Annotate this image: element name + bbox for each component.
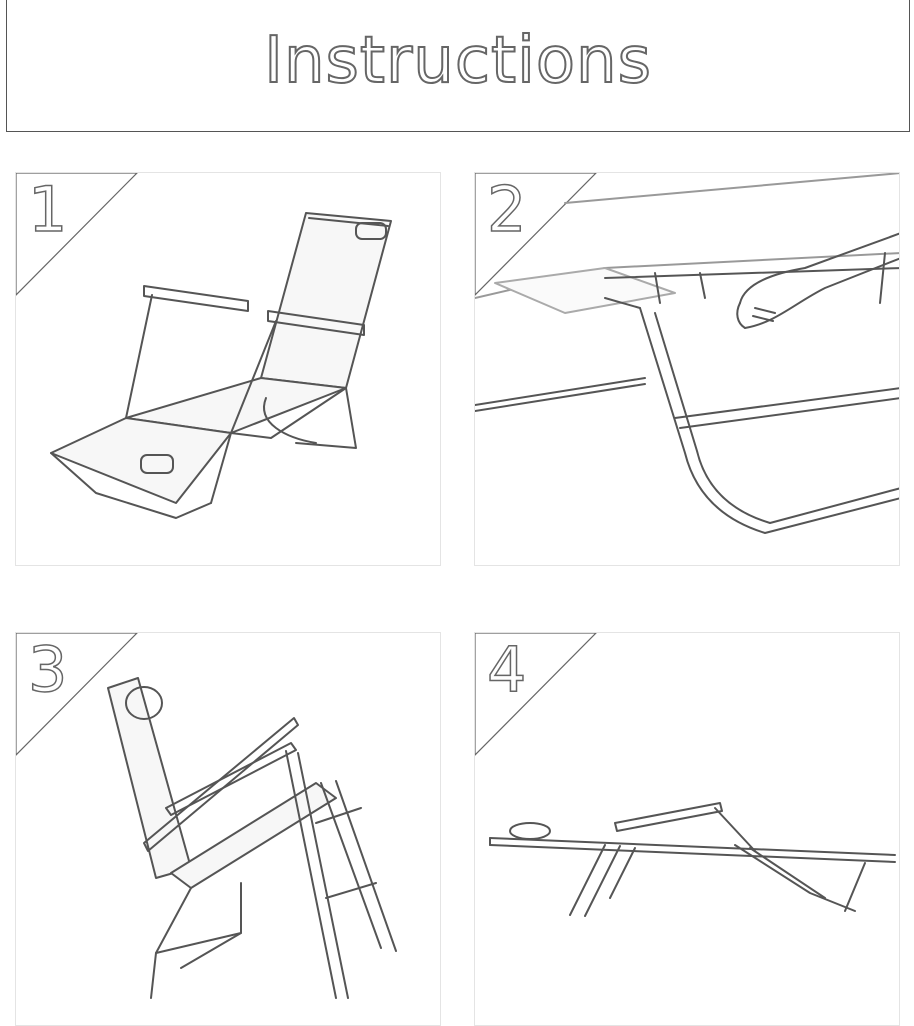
title-banner: Instructions [6,0,910,132]
step-number-1: 1 [27,173,68,246]
step-panel-4: 4 [474,632,900,1026]
chair-flat-side-icon [475,633,896,917]
page-title: Instructions [263,23,652,99]
chair-upright-side-icon [16,633,397,999]
step-number-2: 2 [486,173,527,246]
step-panel-3: 3 [15,632,441,1026]
hand-adjusting-frame-icon [475,173,899,534]
step-panel-2: 2 [474,172,900,566]
step-panel-1: 1 [15,172,441,566]
step-number-4: 4 [486,633,527,706]
step-number-3: 3 [27,633,68,706]
reclining-chair-open-icon [16,173,392,519]
